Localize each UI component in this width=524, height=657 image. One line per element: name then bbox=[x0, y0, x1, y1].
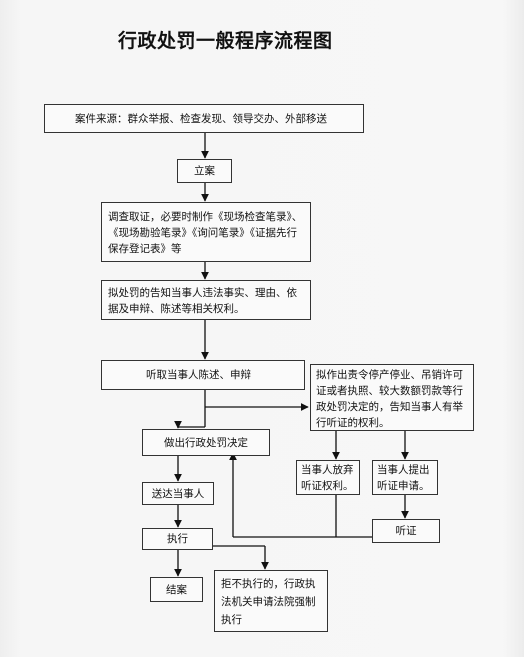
node-hearing: 听证 bbox=[372, 519, 440, 543]
node-court-enforcement: 拒不执行的，行政执法机关申请法院强制执行 bbox=[214, 570, 328, 632]
node-execute: 执行 bbox=[142, 528, 213, 550]
node-hearing-notice: 拟作出责令停产停业、吊销许可证或者执照、较大数额罚款等行政处罚决定的，告知当事人… bbox=[310, 364, 474, 431]
node-hear-statement: 听取当事人陈述、申辩 bbox=[101, 360, 305, 390]
node-close-case: 结案 bbox=[150, 577, 203, 602]
page-title: 行政处罚一般程序流程图 bbox=[118, 30, 333, 52]
node-register-case: 立案 bbox=[177, 159, 232, 183]
node-deliver: 送达当事人 bbox=[142, 482, 214, 505]
node-investigate: 调查取证，必要时制作《现场检查笔录》、《现场勘验笔录》《询问笔录》《证据先行保存… bbox=[101, 202, 311, 262]
node-request-hearing: 当事人提出听证申请。 bbox=[372, 460, 438, 495]
node-case-source: 案件来源：群众举报、检查发现、领导交办、外部移送 bbox=[44, 104, 364, 133]
node-notify-rights: 拟处罚的告知当事人违法事实、理由、依据及申辩、陈述等相关权利。 bbox=[101, 280, 311, 320]
node-waive-hearing: 当事人放弃听证权利。 bbox=[296, 460, 360, 495]
node-make-decision: 做出行政处罚决定 bbox=[142, 429, 270, 456]
